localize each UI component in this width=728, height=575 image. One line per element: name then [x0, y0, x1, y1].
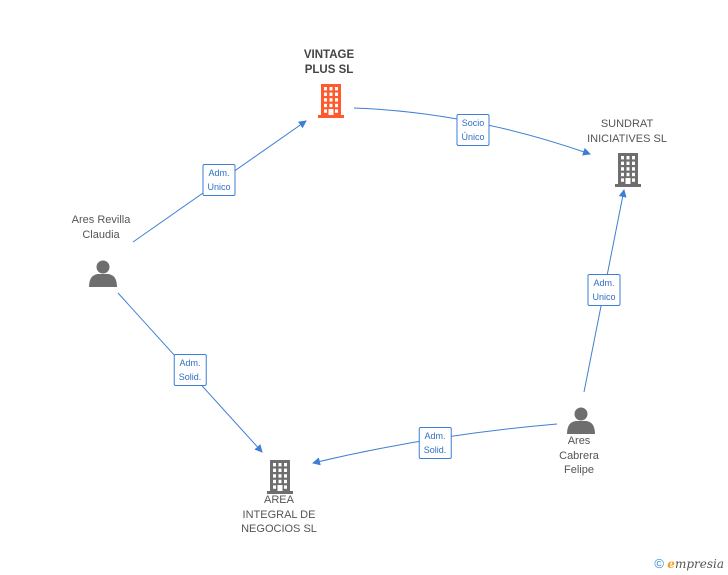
relation-label-line: Solid. — [423, 445, 447, 455]
copyright-symbol: © — [654, 556, 664, 571]
node-label-line: VINTAGE — [303, 49, 355, 61]
relation-label-line: Socio — [461, 118, 485, 128]
brand-initial: e — [667, 557, 675, 571]
relation-label-line: Adm. — [179, 358, 201, 368]
node-label-line: Cabrera — [559, 449, 599, 462]
relation-label-claudia-vintage[interactable]: Adm. Unico — [202, 164, 236, 196]
node-label-line: NEGOCIOS SL — [241, 523, 317, 535]
node-label-line: Felipe — [564, 464, 594, 476]
node-label-line: INICIATIVES SL — [587, 132, 667, 145]
node-label-line: AREA — [264, 494, 294, 506]
relation-label-felipe-area[interactable]: Adm. Solid. — [418, 427, 452, 459]
relation-label-line: Único — [461, 132, 485, 142]
relation-label-line: Adm. — [424, 431, 446, 441]
relation-label-line: Adm. — [593, 278, 615, 288]
relation-label-line: Solid. — [178, 372, 202, 382]
node-label-line: Ares Revilla — [71, 214, 131, 226]
claudia-person-icon[interactable] — [89, 260, 117, 288]
relation-label-line: Adm. — [208, 168, 230, 178]
footer-brand: © empresia — [654, 556, 724, 571]
area-building-icon[interactable] — [267, 460, 293, 494]
node-label-line: INTEGRAL DE — [242, 508, 316, 521]
relation-label-line: Unico — [207, 182, 231, 192]
sundrat-building-icon[interactable] — [615, 153, 641, 187]
relation-label-felipe-sundrat[interactable]: Adm. Unico — [587, 274, 621, 306]
node-label-line: Claudia — [82, 228, 120, 241]
node-label-vintage[interactable]: VINTAGE PLUS SL — [304, 48, 354, 77]
node-label-area[interactable]: AREA INTEGRAL DE NEGOCIOS SL — [241, 493, 317, 537]
node-label-line: SUNDRAT — [600, 118, 654, 130]
vintage-building-icon[interactable] — [318, 84, 344, 118]
felipe-person-icon[interactable] — [567, 407, 595, 435]
node-label-line: Ares — [567, 435, 591, 447]
brand-name: mpresia — [674, 557, 724, 571]
node-label-sundrat[interactable]: SUNDRAT INICIATIVES SL — [587, 117, 667, 146]
relation-label-claudia-area[interactable]: Adm. Solid. — [173, 354, 207, 386]
node-label-line: PLUS SL — [304, 63, 354, 76]
relation-label-line: Unico — [592, 292, 616, 302]
